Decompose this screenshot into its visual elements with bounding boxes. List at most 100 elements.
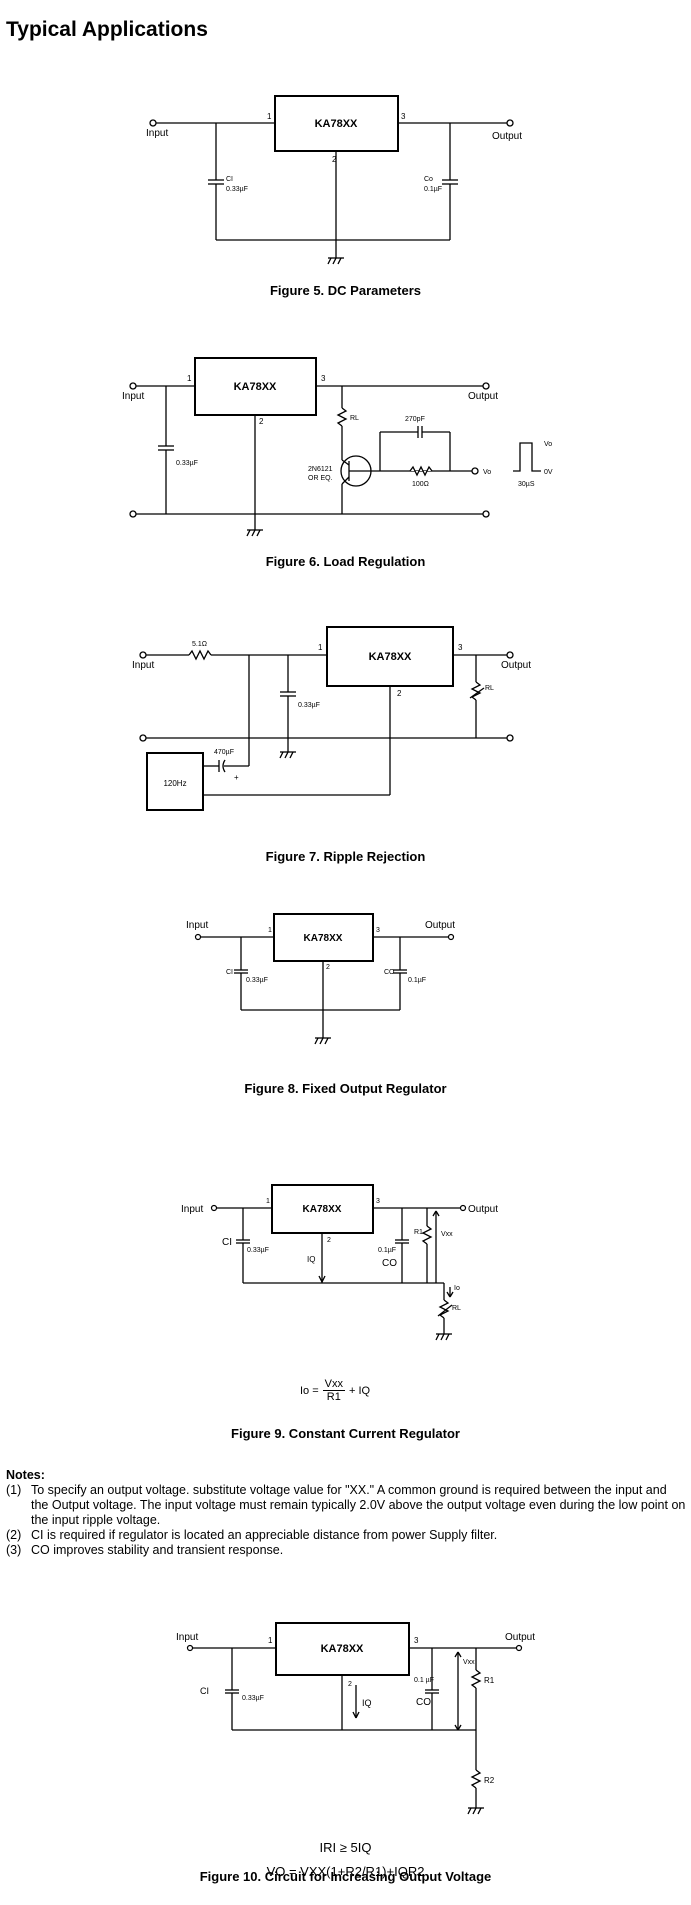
ground-icon — [279, 751, 296, 759]
svg-text:Input: Input — [181, 1204, 203, 1215]
figure-9-constant-current-regulator-diagram: Input KA78XX 1 2 3 Output CI 0.33µF IQ 0… — [181, 1184, 498, 1341]
svg-text:1: 1 — [266, 1198, 270, 1205]
svg-text:KA78XX: KA78XX — [369, 651, 412, 663]
svg-text:RL: RL — [485, 685, 494, 692]
svg-text:R2: R2 — [484, 1776, 495, 1785]
svg-text:RL: RL — [350, 415, 359, 422]
svg-text:Output: Output — [505, 1632, 535, 1643]
svg-text:Output: Output — [468, 391, 498, 402]
page-title: Typical Applications — [6, 18, 208, 41]
svg-text:Vo: Vo — [544, 441, 552, 448]
svg-text:0.1µF: 0.1µF — [408, 977, 426, 984]
svg-text:0.33µF: 0.33µF — [246, 977, 268, 984]
svg-text:0.1µF: 0.1µF — [378, 1247, 396, 1254]
svg-text:270pF: 270pF — [405, 416, 425, 423]
figure-9-caption: Figure 9. Constant Current Regulator — [231, 1426, 460, 1441]
ground-icon — [327, 257, 344, 265]
svg-text:R1: R1 — [484, 1676, 495, 1685]
svg-text:1: 1 — [318, 643, 323, 652]
svg-text:470µF: 470µF — [214, 749, 234, 756]
svg-text:30µS: 30µS — [518, 481, 535, 488]
svg-text:Input: Input — [122, 391, 144, 402]
svg-text:1: 1 — [267, 112, 272, 121]
notes-section: Notes: (1) To specify an output voltage.… — [6, 1468, 686, 1558]
svg-text:100Ω: 100Ω — [412, 481, 429, 488]
svg-text:CI: CI — [226, 969, 233, 976]
svg-text:3: 3 — [321, 374, 326, 383]
svg-text:CI: CI — [200, 1686, 209, 1696]
svg-text:0.1µF: 0.1µF — [424, 186, 442, 193]
figure-8-caption: Figure 8. Fixed Output Regulator — [244, 1081, 447, 1096]
svg-text:CO: CO — [384, 969, 395, 976]
svg-text:5.1Ω: 5.1Ω — [192, 641, 207, 648]
figure-8-fixed-output-regulator-diagram: Input Output KA78XX 1 2 3 CI 0.33µF CO 0… — [186, 913, 455, 1045]
svg-text:Input: Input — [186, 920, 208, 931]
svg-text:2N6121: 2N6121 — [308, 466, 333, 473]
svg-text:3: 3 — [376, 1198, 380, 1205]
signal-source-box — [146, 752, 204, 811]
svg-text:2: 2 — [348, 1681, 352, 1688]
svg-text:Vxx: Vxx — [441, 1231, 453, 1238]
svg-text:IQ: IQ — [362, 1698, 372, 1708]
svg-text:CI: CI — [222, 1237, 232, 1248]
svg-text:Output: Output — [425, 920, 455, 931]
svg-text:Io: Io — [454, 1285, 460, 1292]
svg-text:+: + — [234, 773, 239, 782]
svg-text:KA78XX: KA78XX — [321, 1643, 364, 1655]
ground-icon — [467, 1807, 484, 1815]
figure-6-caption: Figure 6. Load Regulation — [265, 554, 426, 569]
note-item: (2) CI is required if regulator is locat… — [6, 1528, 498, 1542]
ground-icon — [314, 1037, 331, 1045]
svg-text:3: 3 — [458, 643, 463, 652]
figure-5-caption: Figure 5. DC Parameters — [269, 283, 421, 298]
figure-10-caption: Figure 10. Circuit for Increasing Output… — [199, 1869, 492, 1884]
svg-text:RL: RL — [452, 1305, 461, 1312]
svg-text:OR EQ.: OR EQ. — [308, 475, 333, 482]
note-item: (3) CO improves stability and transient … — [6, 1543, 284, 1557]
svg-text:3: 3 — [376, 927, 380, 934]
ic-label: KA78XX — [315, 118, 358, 130]
svg-text:2: 2 — [259, 417, 264, 426]
svg-text:0.33µF: 0.33µF — [242, 1695, 264, 1702]
svg-text:1: 1 — [268, 927, 272, 934]
svg-text:1: 1 — [268, 1636, 273, 1645]
svg-text:KA78XX: KA78XX — [234, 381, 277, 393]
svg-text:120Hz: 120Hz — [163, 779, 186, 788]
svg-text:0.33µF: 0.33µF — [247, 1247, 269, 1254]
ic-ka78xx-box — [271, 1184, 374, 1234]
notes-heading: Notes: — [6, 1468, 45, 1482]
note-item: (1) To specify an output voltage. substi… — [6, 1483, 686, 1527]
svg-text:Co: Co — [424, 176, 433, 183]
svg-text:2: 2 — [332, 155, 337, 164]
svg-text:Output: Output — [468, 1204, 498, 1215]
svg-text:Input: Input — [176, 1632, 198, 1643]
figure-7-ripple-rejection-diagram: 5.1Ω Input KA78XX 1 2 3 Output 0.33µF RL… — [132, 626, 531, 811]
input-label: Input — [146, 128, 168, 139]
svg-text:Vo: Vo — [483, 469, 491, 476]
svg-text:Input: Input — [132, 660, 154, 671]
ground-icon — [435, 1333, 452, 1341]
figure-10-equation-2: VO = VXX(1+R2/R1)+IQR2 — [266, 1864, 425, 1879]
svg-text:Vxx: Vxx — [463, 1659, 475, 1666]
ground-icon — [246, 529, 263, 537]
svg-text:3: 3 — [414, 1636, 419, 1645]
svg-text:3: 3 — [401, 112, 406, 121]
svg-text:Output: Output — [501, 660, 531, 671]
svg-text:2: 2 — [327, 1237, 331, 1244]
svg-text:CO: CO — [416, 1697, 431, 1708]
svg-text:0V: 0V — [544, 469, 553, 476]
figure-9-equation: Io = Vxx R1 + IQ — [300, 1378, 371, 1403]
svg-text:2: 2 — [326, 964, 330, 971]
svg-text:CO: CO — [382, 1258, 397, 1269]
svg-text:2: 2 — [397, 689, 402, 698]
svg-text:1: 1 — [187, 374, 192, 383]
figure-10-increasing-output-voltage-diagram: Input KA78XX 1 2 3 Output CI 0.33µF IQ 0… — [176, 1622, 535, 1815]
figure-6-load-regulation-diagram: KA78XX 1 2 3 Input Output 0.33µF RL 2N61… — [122, 357, 553, 537]
svg-text:CI: CI — [226, 176, 233, 183]
svg-text:KA78XX: KA78XX — [303, 1204, 342, 1215]
svg-text:IQ: IQ — [307, 1255, 315, 1264]
svg-text:0.33µF: 0.33µF — [226, 186, 248, 193]
svg-text:R1: R1 — [414, 1229, 423, 1236]
output-label: Output — [492, 131, 522, 142]
figure-5-dc-parameters-diagram: KA78XX 1 2 3 Input Output CI 0.33µF Co 0… — [146, 95, 522, 265]
